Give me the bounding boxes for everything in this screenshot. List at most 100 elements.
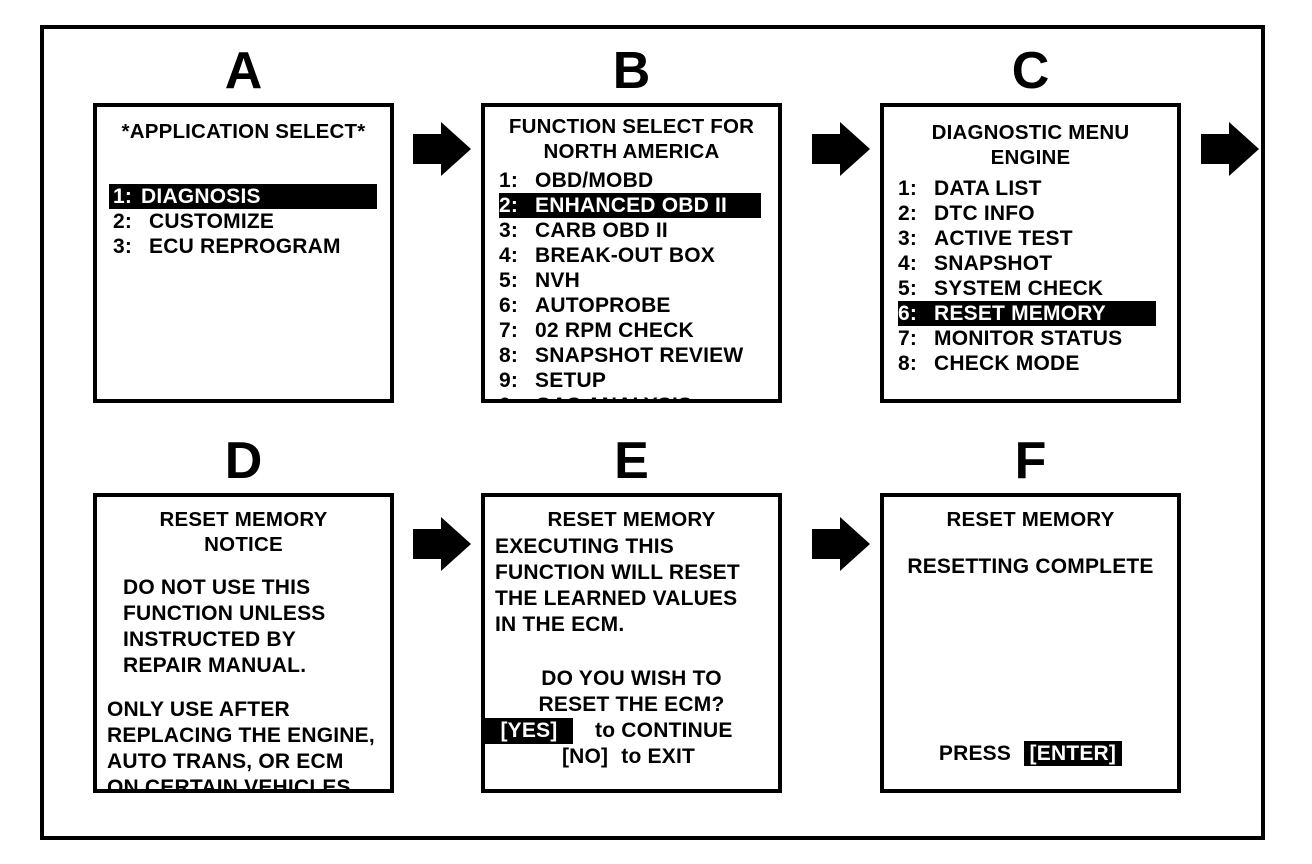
menu-item-index: 3: [113, 235, 133, 258]
panel-b: B FUNCTION SELECT FOR NORTH AMERICA 1: O… [481, 45, 782, 403]
menu-item-monitor-status[interactable]: 7: MONITOR STATUS [898, 326, 1177, 351]
panel-b-letter: B [612, 42, 651, 100]
panel-d-warning-line: DO NOT USE THIS [123, 576, 311, 599]
arrow-b-to-c [810, 120, 872, 178]
panel-e-question-line: RESET THE ECM? [538, 693, 725, 716]
menu-item-enhanced-obd-ii[interactable]: 2: ENHANCED OBD II [499, 193, 761, 218]
panel-d-warning-line: REPAIR MANUAL. [123, 654, 307, 677]
panel-f-status-line: RESETTING COMPLETE [907, 555, 1154, 578]
menu-item-gas-analysis[interactable]: 0: GAS ANALYSIS [499, 393, 778, 399]
menu-item-active-test[interactable]: 3: ACTIVE TEST [898, 226, 1177, 251]
menu-item-label: SYSTEM CHECK [934, 277, 1104, 300]
menu-item-index: 6: [898, 302, 918, 325]
menu-item-customize[interactable]: 2: CUSTOMIZE [109, 209, 390, 234]
menu-item-index: 3: [898, 227, 918, 250]
panel-c: C DIAGNOSTIC MENU ENGINE 1: DATA LIST 2:… [880, 45, 1181, 403]
menu-item-label: NVH [535, 269, 580, 292]
panel-f: F RESET MEMORY RESETTING COMPLETE PRESS … [880, 435, 1181, 793]
enter-key-button[interactable]: [ENTER] [1023, 741, 1123, 766]
panel-e-question-line: DO YOU WISH TO [541, 667, 722, 690]
panel-e-no-row: [NO] to EXIT [485, 744, 778, 770]
menu-item-nvh[interactable]: 5: NVH [499, 268, 778, 293]
menu-item-index: 4: [499, 244, 519, 267]
menu-item-02-rpm-check[interactable]: 7: 02 RPM CHECK [499, 318, 778, 343]
panel-b-title-line-2: NORTH AMERICA [543, 140, 720, 163]
panel-f-letter: F [1014, 432, 1047, 490]
panel-d-usage-line: AUTO TRANS, OR ECM [107, 750, 344, 773]
menu-item-index: 8: [499, 344, 519, 367]
menu-item-dtc-info[interactable]: 2: DTC INFO [898, 201, 1177, 226]
panel-b-title-line-1: FUNCTION SELECT FOR [508, 115, 755, 138]
menu-item-index: 3: [499, 219, 519, 242]
yes-key-button[interactable]: [YES] [485, 718, 573, 744]
panel-e-message-line: THE LEARNED VALUES [495, 587, 738, 610]
menu-item-check-mode[interactable]: 8: CHECK MODE [898, 351, 1177, 376]
arrow-d-to-e [411, 515, 473, 573]
panel-d-usage-line: ON CERTAIN VEHICLES. [107, 776, 357, 793]
panel-d-usage-line: REPLACING THE ENGINE, [107, 724, 375, 747]
panel-e-message-line: IN THE ECM. [495, 613, 625, 636]
yes-action-label: to CONTINUE [595, 719, 733, 742]
menu-item-autoprobe[interactable]: 6: AUTOPROBE [499, 293, 778, 318]
menu-item-label: MONITOR STATUS [934, 327, 1123, 350]
panel-e-title-line-1: RESET MEMORY [547, 508, 716, 531]
menu-item-label: SETUP [535, 369, 607, 392]
menu-item-snapshot-review[interactable]: 8: SNAPSHOT REVIEW [499, 343, 778, 368]
panel-b-menu: 1: OBD/MOBD 2: ENHANCED OBD II 3: CARB O… [485, 168, 778, 399]
menu-item-system-check[interactable]: 5: SYSTEM CHECK [898, 276, 1177, 301]
menu-item-label: RESET MEMORY [934, 302, 1107, 325]
panel-a-menu: 1: DIAGNOSIS 2: CUSTOMIZE 3: ECU REPROGR… [97, 184, 390, 259]
menu-item-index: 1: [113, 185, 133, 208]
no-key-button[interactable]: [NO] [561, 745, 609, 768]
menu-item-label: DTC INFO [934, 202, 1035, 225]
menu-item-diagnosis[interactable]: 1: DIAGNOSIS [109, 184, 377, 209]
menu-item-label: CARB OBD II [535, 219, 668, 242]
menu-item-data-list[interactable]: 1: DATA LIST [898, 176, 1177, 201]
panel-f-screen: RESET MEMORY RESETTING COMPLETE PRESS [E… [880, 493, 1181, 793]
panel-d-letter: D [224, 432, 263, 490]
panel-a-letter: A [224, 42, 263, 100]
panel-a-screen: *APPLICATION SELECT* 1: DIAGNOSIS 2: CUS… [93, 103, 394, 403]
panel-d-title-line-1: RESET MEMORY [159, 508, 328, 531]
panel-d-title-line-2: NOTICE [204, 533, 283, 556]
panel-d: D RESET MEMORY NOTICE DO NOT USE THIS FU… [93, 435, 394, 793]
menu-item-snapshot[interactable]: 4: SNAPSHOT [898, 251, 1177, 276]
menu-item-label: 02 RPM CHECK [535, 319, 694, 342]
panel-d-usage-line: ONLY USE AFTER [107, 698, 290, 721]
menu-item-index: 2: [499, 194, 519, 217]
arrow-c-to-next [1199, 120, 1261, 178]
panel-f-title-line-1: RESET MEMORY [946, 508, 1115, 531]
panel-e-message-line: EXECUTING THIS [495, 535, 674, 558]
panel-e-letter: E [614, 432, 649, 490]
menu-item-index: 8: [898, 352, 918, 375]
panel-c-title-line-2: ENGINE [990, 146, 1071, 169]
panel-d-warning-line: FUNCTION UNLESS [123, 602, 326, 625]
menu-item-index: 1: [499, 169, 519, 192]
panel-c-menu: 1: DATA LIST 2: DTC INFO 3: ACTIVE TEST … [884, 176, 1177, 376]
menu-item-index: 7: [898, 327, 918, 350]
panel-e-message-line: FUNCTION WILL RESET [495, 561, 740, 584]
panel-c-title-line-1: DIAGNOSTIC MENU [931, 121, 1130, 144]
menu-item-index: 4: [898, 252, 918, 275]
menu-item-index: 0: [499, 393, 521, 399]
menu-item-ecu-reprogram[interactable]: 3: ECU REPROGRAM [109, 234, 390, 259]
menu-item-label: DATA LIST [934, 177, 1042, 200]
menu-item-index: 5: [499, 269, 519, 292]
no-action-label: to EXIT [621, 745, 696, 768]
menu-item-reset-memory[interactable]: 6: RESET MEMORY [898, 301, 1156, 326]
panel-e: E RESET MEMORY EXECUTING THIS FUNCTION W… [481, 435, 782, 793]
menu-item-label: DIAGNOSIS [141, 185, 261, 208]
menu-item-carb-obd-ii[interactable]: 3: CARB OBD II [499, 218, 778, 243]
arrow-a-to-b [411, 120, 473, 178]
menu-item-label: ACTIVE TEST [934, 227, 1073, 250]
panel-d-screen: RESET MEMORY NOTICE DO NOT USE THIS FUNC… [93, 493, 394, 793]
menu-item-index: 6: [499, 294, 519, 317]
menu-item-index: 2: [898, 202, 918, 225]
menu-item-label: ENHANCED OBD II [535, 194, 728, 217]
menu-item-obd-mobd[interactable]: 1: OBD/MOBD [499, 168, 778, 193]
menu-item-index: 1: [898, 177, 918, 200]
menu-item-label: SNAPSHOT REVIEW [535, 344, 744, 367]
menu-item-break-out-box[interactable]: 4: BREAK-OUT BOX [499, 243, 778, 268]
menu-item-setup[interactable]: 9: SETUP [499, 368, 778, 393]
